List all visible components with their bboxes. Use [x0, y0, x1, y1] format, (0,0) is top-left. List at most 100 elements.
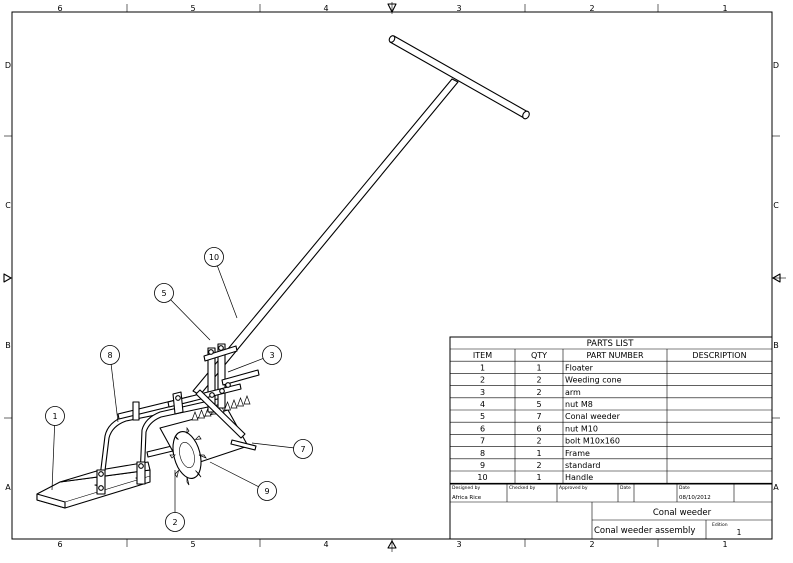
nuts	[98, 345, 231, 491]
parts-list-cell: Conal weeder	[565, 412, 621, 421]
cone-tooth	[243, 395, 251, 405]
leader-line	[110, 364, 119, 423]
date-label: Date	[620, 485, 631, 491]
zone-col-label-top: 5	[190, 4, 195, 13]
zone-col-label-top: 4	[323, 4, 328, 13]
nut-icon	[138, 463, 144, 469]
parts-list-cell: nut M8	[565, 400, 593, 409]
leader-line	[209, 461, 259, 488]
parts-list-cell: 7	[480, 437, 485, 446]
zone-col-label-bottom: 6	[57, 540, 62, 549]
item-balloon	[100, 345, 120, 365]
nut-icon	[218, 345, 224, 351]
arm-top	[203, 345, 238, 362]
zone-grid	[4, 4, 780, 547]
zone-col-label-bottom: 2	[589, 540, 594, 549]
designed-by-value: Africa Rice	[452, 495, 482, 501]
zone-row-label-left: D	[5, 61, 11, 70]
sheet-border	[11, 11, 773, 540]
designed-by-label: Designed by	[452, 485, 480, 491]
disc-tooth	[169, 454, 176, 459]
arm-side	[221, 369, 260, 386]
zone-row-label-left: A	[5, 483, 11, 492]
parts-list-header: QTY	[531, 351, 547, 360]
cone-tooth	[230, 399, 238, 409]
cone-tooth	[197, 409, 206, 419]
nut-icon	[208, 349, 214, 355]
disc-tooth	[174, 469, 180, 478]
parts-list-cell: 2	[536, 461, 541, 470]
leader-line	[227, 358, 264, 373]
center-mark-left	[3, 273, 12, 283]
zone-row-label-right: D	[773, 61, 779, 70]
zone-row-label-left: B	[5, 341, 11, 350]
balloon-number: 2	[172, 518, 177, 527]
parts-list-cell: 7	[536, 412, 541, 421]
zone-row-label-right: A	[773, 483, 779, 492]
nut-icon	[225, 382, 231, 388]
parts-list-cell: 8	[480, 449, 485, 458]
cone-tooth	[223, 401, 232, 411]
weeding-cone-disc	[172, 431, 202, 479]
parts-list-cell: standard	[565, 461, 600, 470]
nut-icon	[98, 485, 104, 491]
nut-icon	[209, 392, 215, 398]
item-balloon	[165, 512, 185, 532]
balloon-number: 3	[269, 351, 274, 360]
disc-tooth	[186, 476, 190, 486]
bolt-shaft	[195, 389, 246, 439]
balloon-number: 8	[107, 351, 112, 360]
balloon-number: 9	[264, 487, 269, 496]
balloon-number: 1	[52, 412, 57, 421]
item-balloon	[293, 439, 313, 459]
item-balloon	[257, 481, 277, 501]
edition-label: Edition	[712, 522, 728, 528]
zone-col-label-bottom: 1	[722, 540, 727, 549]
item-balloon	[154, 283, 174, 303]
frame-bracket-left	[96, 469, 106, 495]
date2-value: 08/10/2012	[679, 495, 711, 501]
handle-crossbar	[389, 35, 529, 119]
item-balloon	[45, 406, 65, 426]
disc-tooth	[198, 454, 207, 459]
parts-list-cell: Floater	[565, 363, 594, 372]
disc-tooth	[194, 435, 202, 440]
item-balloon	[204, 247, 224, 267]
parts-list-cell: 2	[536, 437, 541, 446]
standard-right	[217, 343, 226, 409]
item-balloon	[262, 345, 282, 365]
parts-list-cell: 1	[536, 363, 541, 372]
parts-list-cell: 4	[480, 400, 485, 409]
leader-line	[170, 299, 211, 341]
zone-row-label-right: C	[773, 201, 779, 210]
leader-line	[217, 265, 238, 319]
zone-col-label-top: 3	[456, 4, 461, 13]
floater-part	[36, 461, 151, 509]
leader-line	[51, 425, 55, 491]
parts-list-title: PARTS LIST	[587, 339, 635, 349]
parts-list-cell: 5	[480, 412, 485, 421]
weeding-cones	[159, 395, 251, 486]
parts-list-cell: 2	[480, 376, 485, 385]
standard-left	[207, 347, 216, 413]
nut-icon	[98, 471, 104, 477]
drawing-title: Conal weeder	[653, 508, 712, 518]
parts-list-cell: 3	[480, 388, 485, 397]
approved-by-label: Approved by	[559, 485, 588, 491]
parts-list-cell: 9	[480, 461, 485, 470]
parts-list-cell: arm	[565, 388, 581, 397]
parts-list-cell: 6	[480, 424, 485, 433]
center-marks	[3, 2, 786, 552]
zone-col-label-top: 2	[589, 4, 594, 13]
assembly-drawing	[36, 35, 530, 509]
title-block: Designed by Africa Rice Checked by Appro…	[449, 483, 773, 540]
parts-list-cell: 5	[536, 400, 541, 409]
zone-col-label-bottom: 3	[456, 540, 461, 549]
zone-row-label-right: B	[773, 341, 779, 350]
disc-tooth	[186, 426, 190, 434]
date2-label: Date	[679, 485, 690, 491]
balloon-number: 5	[161, 289, 166, 298]
